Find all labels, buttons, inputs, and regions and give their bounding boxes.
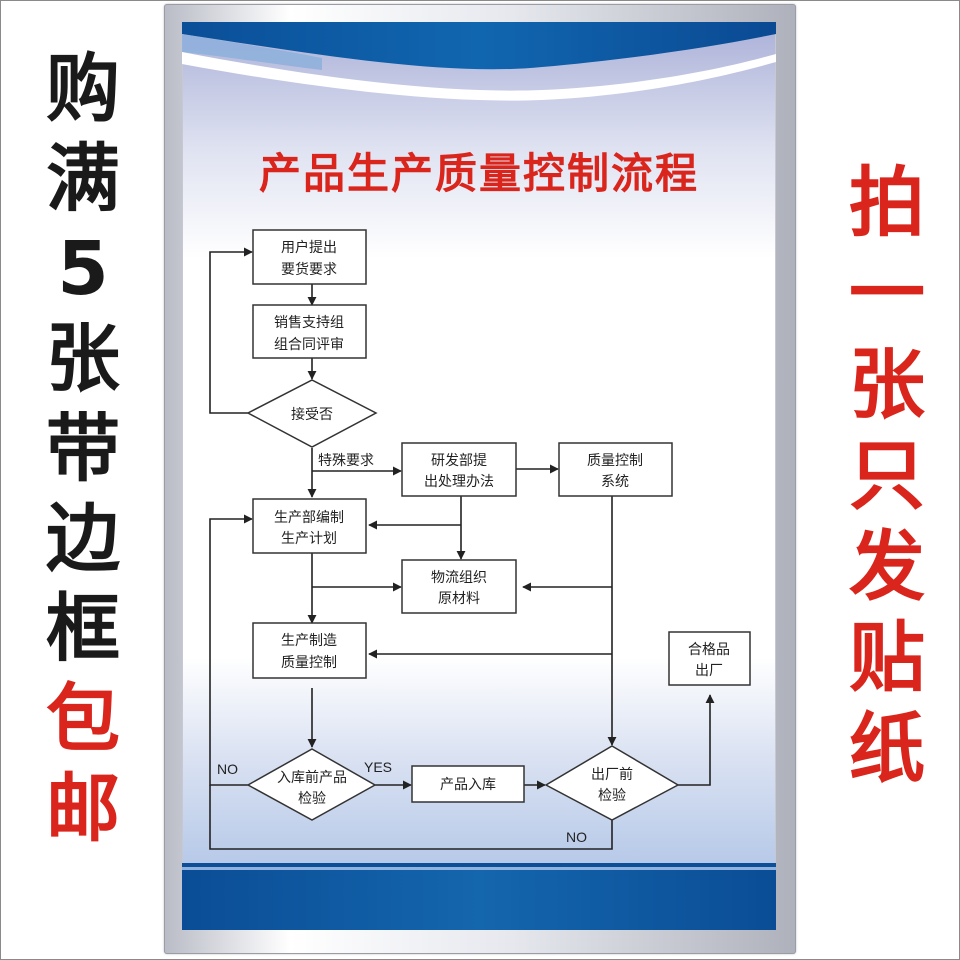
node-qualified-ship-line1: 合格品 (688, 642, 730, 658)
node-user-request-line1: 用户提出 (281, 239, 337, 256)
aluminum-frame: 用户提出 要货要求 销售支持组 组合同评审 接受否 研发部提 出处理办法 质量控… (164, 4, 796, 954)
node-qc-system-box (558, 442, 673, 497)
poster-title: 产品生产质量控制流程 (258, 149, 699, 198)
node-pre-shipment-line1: 出厂前 (591, 766, 633, 783)
node-manufacturing-box (252, 622, 367, 679)
promo-right-char: 张 (849, 340, 925, 429)
node-rd-solution-line2: 出处理办法 (424, 474, 494, 490)
label-special-request: 特殊要求 (318, 453, 374, 469)
promo-left-char: 满 (46, 136, 120, 222)
node-storage-label: 产品入库 (440, 777, 496, 793)
node-production-plan-line2: 生产计划 (281, 531, 337, 547)
node-user-request-box (252, 229, 367, 285)
node-pre-storage-line1: 入库前产品 (277, 769, 347, 786)
promo-left-char: 包 (46, 676, 120, 762)
node-user-request-line2: 要货要求 (281, 261, 337, 278)
node-accept-diamond (246, 379, 378, 448)
node-accept-label: 接受否 (291, 406, 333, 423)
node-rd-solution-box (401, 442, 517, 497)
promo-left-char: 边 (46, 496, 120, 582)
node-sales-review-line1: 销售支持组 (274, 315, 344, 331)
node-production-plan-box (252, 498, 367, 554)
label-yes: YES (364, 759, 392, 775)
node-logistics-line1: 物流组织 (431, 570, 487, 586)
promo-left-char: 框 (46, 586, 120, 672)
node-pre-storage-diamond (246, 748, 377, 821)
node-pre-shipment-diamond (544, 745, 680, 821)
node-production-plan-line1: 生产部编制 (274, 510, 344, 526)
node-manufacturing-line2: 质量控制 (281, 655, 337, 671)
node-rd-solution-line1: 研发部提 (431, 453, 487, 469)
label-no-left: NO (217, 761, 238, 777)
node-pre-storage-line2: 检验 (298, 791, 326, 807)
flowchart-canvas: 用户提出 要货要求 销售支持组 组合同评审 接受否 研发部提 出处理办法 质量控… (182, 22, 776, 930)
promo-left-text: 购 满 5 张 带 边 框 包 邮 (18, 52, 148, 862)
label-no-bottom: NO (566, 829, 587, 845)
node-qualified-ship-line2: 出厂 (695, 663, 723, 679)
promo-left-char: 购 (46, 46, 120, 132)
node-sales-review-line2: 组合同评审 (274, 337, 344, 353)
header-wave (182, 22, 776, 101)
promo-right-char: 拍 (849, 158, 925, 247)
promo-right-char: 只 (849, 431, 925, 520)
promo-left-char: 5 (57, 226, 109, 312)
promo-left-char: 带 (46, 406, 120, 492)
node-logistics-box (401, 559, 517, 614)
promo-right-char: 纸 (849, 704, 925, 793)
connectors (209, 247, 715, 850)
node-manufacturing-line1: 生产制造 (281, 633, 337, 649)
promo-right-char: 一 (849, 249, 925, 338)
promo-left-char: 邮 (46, 766, 120, 852)
promo-left-char: 张 (46, 316, 120, 402)
promo-right-char: 贴 (849, 613, 925, 702)
footer-band (182, 863, 776, 930)
node-qc-system-line2: 系统 (601, 474, 629, 490)
node-qc-system-line1: 质量控制 (587, 453, 643, 469)
node-storage-box (411, 765, 525, 803)
node-logistics-line2: 原材料 (438, 591, 480, 607)
node-qualified-ship-box (668, 631, 751, 686)
node-sales-review-box (252, 304, 367, 359)
node-pre-shipment-line2: 检验 (598, 788, 626, 804)
promo-right-text: 拍 一 张 只 发 贴 纸 (822, 165, 952, 802)
poster-panel: 用户提出 要货要求 销售支持组 组合同评审 接受否 研发部提 出处理办法 质量控… (182, 22, 776, 930)
promo-right-char: 发 (849, 522, 925, 611)
